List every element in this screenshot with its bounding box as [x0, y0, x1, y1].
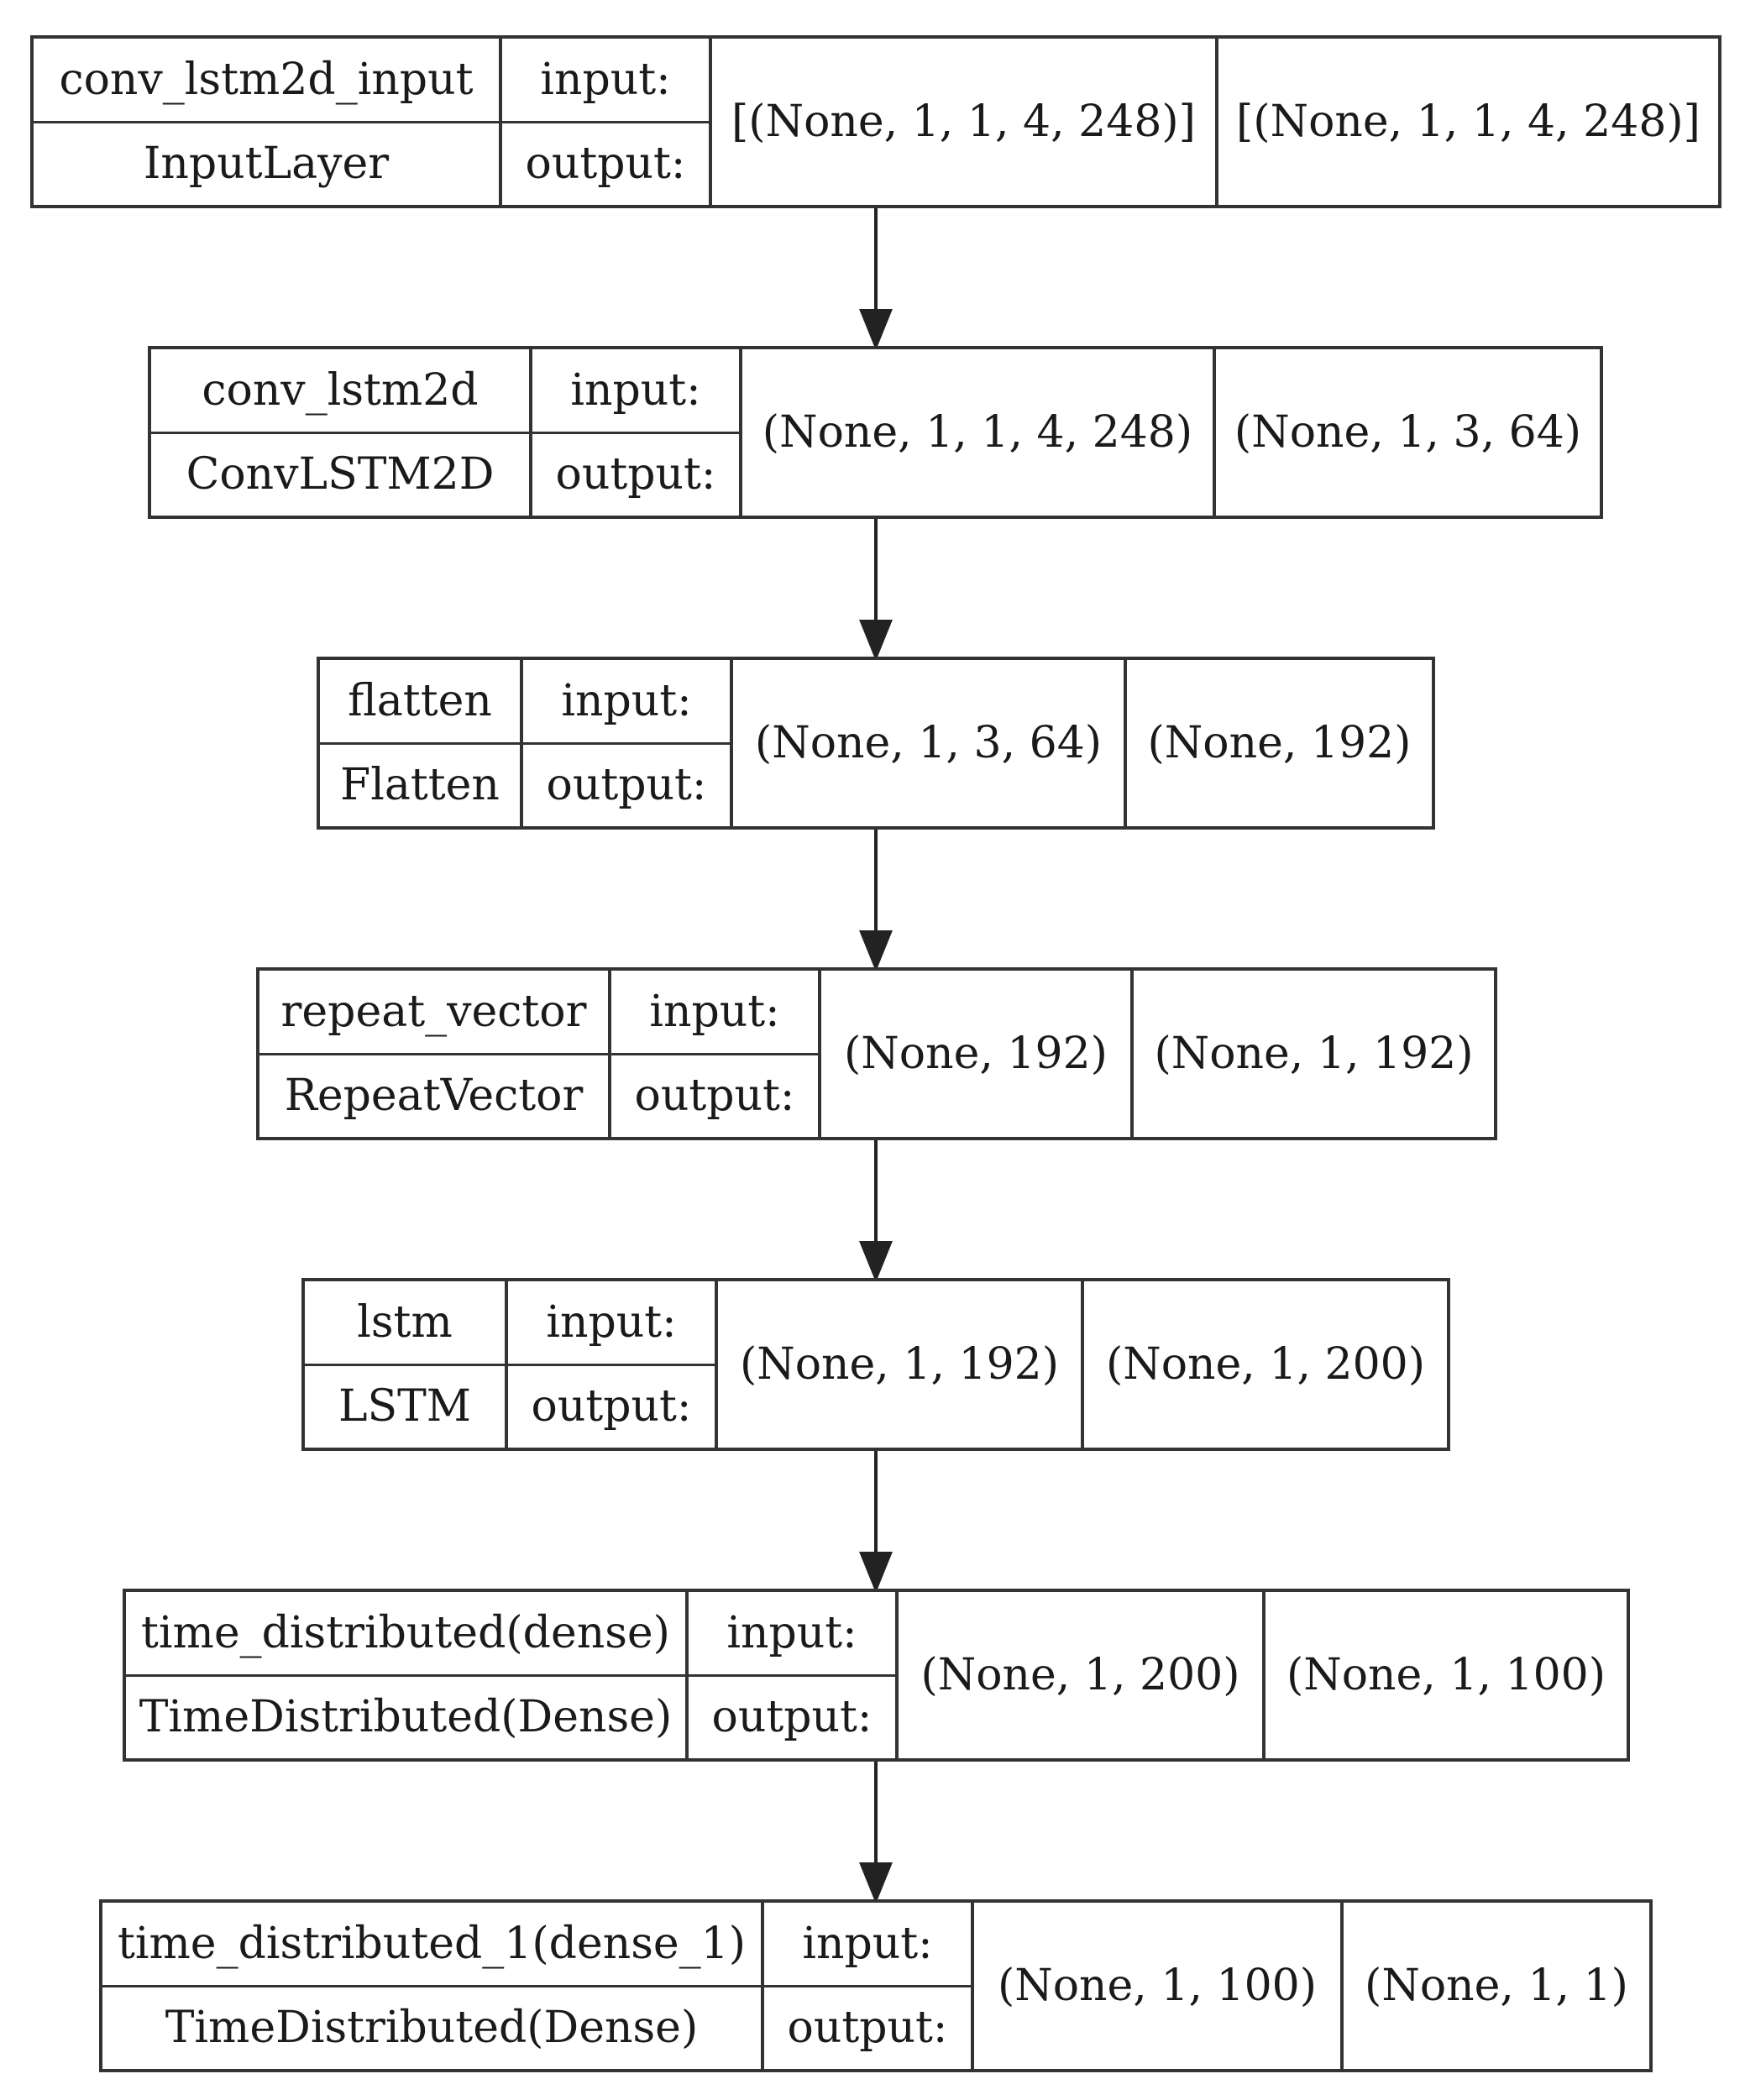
input-shape-column: (None, 1, 1, 4, 248) [742, 349, 1216, 516]
layer-name-column: conv_lstm2d_input InputLayer [34, 39, 502, 205]
output-shape: (None, 192) [1147, 718, 1412, 768]
input-shape-column: (None, 1, 3, 64) [733, 660, 1127, 826]
output-shape-column: (None, 1, 3, 64) [1216, 349, 1600, 516]
output-shape: (None, 1, 100) [1286, 1650, 1606, 1700]
layer-name: conv_lstm2d [151, 349, 529, 434]
arrowhead-3 [859, 930, 893, 972]
layer-name-column: time_distributed_1(dense_1) TimeDistribu… [102, 1903, 764, 2069]
input-label: input: [689, 1592, 895, 1677]
layer-name: time_distributed(dense) [126, 1592, 685, 1677]
layer-name-column: lstm LSTM [305, 1281, 508, 1448]
io-label-column: input: output: [764, 1903, 974, 2069]
io-label-column: input: output: [502, 39, 712, 205]
arrowhead-1 [859, 309, 893, 351]
input-shape: (None, 1, 192) [739, 1339, 1060, 1390]
input-shape: [(None, 1, 1, 4, 248)] [731, 97, 1196, 147]
output-shape-column: [(None, 1, 1, 4, 248)] [1218, 39, 1718, 205]
input-shape: (None, 1, 200) [920, 1650, 1240, 1700]
io-label-column: input: output: [532, 349, 742, 516]
input-label: input: [532, 349, 739, 434]
input-shape: (None, 1, 1, 4, 248) [762, 407, 1193, 458]
input-shape-column: (None, 1, 100) [974, 1903, 1344, 2069]
input-label: input: [502, 39, 709, 123]
output-label: output: [711, 1692, 872, 1743]
output-shape-column: (None, 1, 200) [1084, 1281, 1447, 1448]
input-shape-column: (None, 192) [821, 971, 1134, 1137]
output-shape: (None, 1, 1) [1365, 1961, 1628, 2011]
layer-node-conv-lstm2d: conv_lstm2d ConvLSTM2D input: output: (N… [148, 346, 1603, 519]
input-shape-column: (None, 1, 192) [718, 1281, 1084, 1448]
layer-name-column: time_distributed(dense) TimeDistributed(… [126, 1592, 689, 1758]
layer-node-lstm: lstm LSTM input: output: (None, 1, 192) … [301, 1278, 1450, 1451]
output-label: output: [787, 2003, 948, 2054]
io-label-column: input: output: [611, 971, 821, 1137]
input-shape: (None, 192) [844, 1029, 1108, 1079]
layer-type: RepeatVector [284, 1071, 584, 1122]
layer-name: repeat_vector [259, 971, 608, 1055]
input-shape: (None, 1, 100) [997, 1961, 1318, 2011]
layer-type: TimeDistributed(Dense) [139, 1692, 673, 1743]
output-shape-column: (None, 192) [1127, 660, 1432, 826]
layer-name: lstm [305, 1281, 505, 1366]
layer-type: Flatten [340, 760, 500, 811]
layer-name: conv_lstm2d_input [34, 39, 499, 123]
layer-name-column: flatten Flatten [320, 660, 523, 826]
input-shape-column: [(None, 1, 1, 4, 248)] [712, 39, 1218, 205]
output-shape: [(None, 1, 1, 4, 248)] [1236, 97, 1700, 147]
output-label: output: [555, 449, 716, 500]
layer-node-flatten: flatten Flatten input: output: (None, 1,… [317, 657, 1435, 830]
input-label: input: [523, 660, 730, 745]
io-label-column: input: output: [508, 1281, 718, 1448]
layer-node-repeat-vector: repeat_vector RepeatVector input: output… [256, 967, 1497, 1140]
layer-type: ConvLSTM2D [186, 449, 495, 500]
layer-name: time_distributed_1(dense_1) [102, 1903, 761, 1987]
layer-type: InputLayer [143, 139, 390, 190]
output-shape: (None, 1, 200) [1105, 1339, 1426, 1390]
input-shape: (None, 1, 3, 64) [754, 718, 1103, 768]
output-shape: (None, 1, 192) [1154, 1029, 1474, 1079]
arrowhead-6 [859, 1862, 893, 1904]
layer-name: flatten [320, 660, 520, 745]
io-label-column: input: output: [523, 660, 733, 826]
output-shape: (None, 1, 3, 64) [1234, 407, 1582, 458]
input-label: input: [764, 1903, 971, 1987]
layer-node-conv-lstm2d-input: conv_lstm2d_input InputLayer input: outp… [30, 35, 1721, 208]
input-label: input: [508, 1281, 715, 1366]
arrowhead-5 [859, 1552, 893, 1594]
output-label: output: [531, 1381, 692, 1432]
output-label: output: [525, 139, 686, 190]
layer-node-time-distributed-1-dense-1: time_distributed_1(dense_1) TimeDistribu… [99, 1899, 1653, 2072]
layer-type: LSTM [338, 1381, 472, 1432]
layer-name-column: conv_lstm2d ConvLSTM2D [151, 349, 532, 516]
output-shape-column: (None, 1, 192) [1134, 971, 1494, 1137]
arrowhead-2 [859, 620, 893, 662]
output-label: output: [634, 1071, 795, 1122]
output-shape-column: (None, 1, 100) [1266, 1592, 1627, 1758]
output-shape-column: (None, 1, 1) [1344, 1903, 1649, 2069]
arrowhead-4 [859, 1241, 893, 1283]
layer-type: TimeDistributed(Dense) [165, 2003, 699, 2054]
input-label: input: [611, 971, 818, 1055]
layer-node-time-distributed-dense: time_distributed(dense) TimeDistributed(… [123, 1589, 1630, 1762]
layer-name-column: repeat_vector RepeatVector [259, 971, 611, 1137]
input-shape-column: (None, 1, 200) [899, 1592, 1266, 1758]
output-label: output: [546, 760, 707, 811]
io-label-column: input: output: [689, 1592, 899, 1758]
